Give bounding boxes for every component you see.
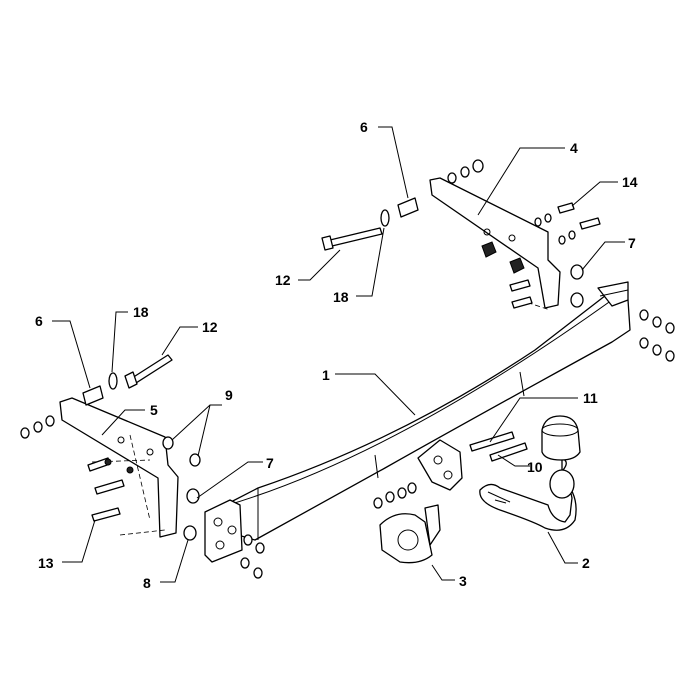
callout-13: 13 bbox=[38, 555, 54, 571]
callout-4: 4 bbox=[570, 140, 578, 156]
spacer-tube bbox=[82, 385, 104, 406]
bolt bbox=[509, 279, 531, 292]
bolt bbox=[557, 202, 575, 214]
callout-2: 2 bbox=[582, 555, 590, 571]
washer bbox=[380, 209, 390, 227]
callout-6-top: 6 bbox=[360, 119, 368, 135]
bolt bbox=[124, 354, 173, 389]
bolt bbox=[511, 296, 533, 309]
callout-10: 10 bbox=[527, 459, 543, 475]
callout-6-left: 6 bbox=[35, 313, 43, 329]
nut bbox=[104, 241, 525, 474]
callout-7-right: 7 bbox=[628, 235, 636, 251]
bolt bbox=[94, 479, 125, 495]
nut-stack bbox=[373, 482, 417, 509]
callout-1: 1 bbox=[322, 367, 330, 383]
nut-stack bbox=[20, 415, 55, 439]
callout-8: 8 bbox=[143, 575, 151, 591]
shim-plate bbox=[183, 488, 200, 541]
bolt bbox=[579, 217, 601, 230]
ball-coupling bbox=[479, 457, 577, 531]
ball-cap bbox=[541, 415, 581, 461]
right-bracket bbox=[429, 177, 561, 311]
callout-12-left: 12 bbox=[202, 319, 218, 335]
bolt bbox=[321, 227, 383, 251]
callout-14: 14 bbox=[622, 174, 638, 190]
callout-12-top: 12 bbox=[275, 272, 291, 288]
callout-7-centre: 7 bbox=[266, 455, 274, 471]
tow-bracket bbox=[417, 439, 463, 491]
nut-stack bbox=[240, 534, 265, 579]
nut-stack bbox=[447, 159, 484, 184]
callout-18-left: 18 bbox=[133, 304, 149, 320]
nut bbox=[162, 436, 201, 467]
callout-3: 3 bbox=[459, 573, 467, 589]
left-bracket bbox=[59, 397, 179, 538]
leader-lines bbox=[52, 126, 625, 583]
callout-11: 11 bbox=[583, 390, 598, 406]
socket-plate bbox=[379, 504, 441, 564]
callout-9: 9 bbox=[225, 387, 233, 403]
nut-stack bbox=[534, 213, 552, 227]
bolt bbox=[91, 507, 121, 522]
nut-stack bbox=[558, 230, 576, 245]
shim-plate bbox=[570, 264, 584, 308]
bolt bbox=[489, 442, 528, 462]
spacer-tube bbox=[397, 197, 419, 218]
main-crossbar bbox=[224, 281, 631, 541]
nut-stack bbox=[639, 309, 675, 362]
bolt bbox=[469, 431, 515, 452]
washer bbox=[108, 372, 118, 390]
left-mount-plate bbox=[204, 499, 243, 563]
callout-5: 5 bbox=[150, 402, 158, 418]
callout-18-top: 18 bbox=[333, 289, 349, 305]
